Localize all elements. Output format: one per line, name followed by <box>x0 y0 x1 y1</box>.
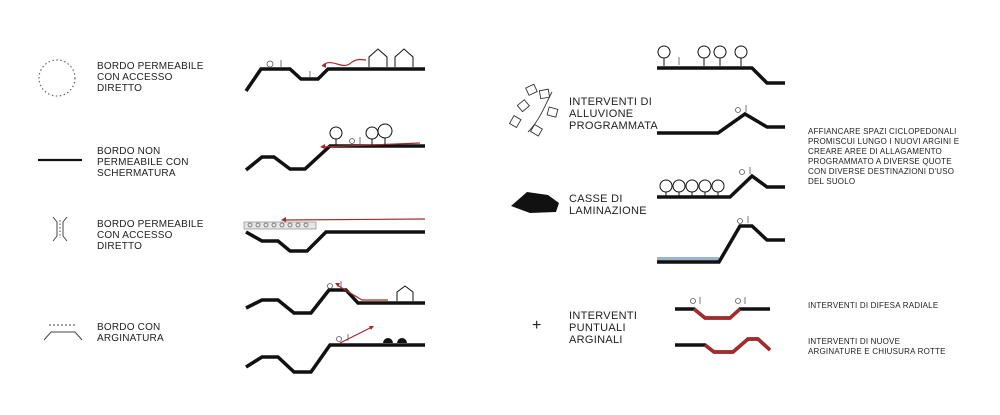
legend-label-impermeable-screen: BORDO NON PERMEABILE CON SCHERMATURA <box>97 146 189 179</box>
permeable-access-symbol <box>52 216 68 242</box>
strategy-label-basins: CASSE DI LAMINAZIONE <box>569 193 647 217</box>
strategy-description: AFFIANCARE SPAZI CICLOPEDONALI PROMISCUI… <box>808 127 960 186</box>
plus-symbol: + <box>532 317 542 334</box>
embankment-symbol <box>43 324 83 341</box>
note-radial-defense: INTERVENTI DI DIFESA RADIALE <box>808 301 939 310</box>
strategy-label-flood: INTERVENTI DI ALLUVIONE PROGRAMMATA <box>569 96 659 132</box>
strategy-label-spot: INTERVENTI PUNTUALI ARGINALI <box>569 310 638 346</box>
flood-icon <box>508 83 559 137</box>
profile-2 <box>244 123 425 172</box>
legend-label-permeable-access-2: BORDO PERMEABILE CON ACCESSO DIRETTO <box>97 219 204 252</box>
profile-3 <box>243 217 426 253</box>
note-new-embankments: INTERVENTI DI NUOVE ARGINATURE E CHIUSUR… <box>808 337 946 356</box>
profile-r4 <box>657 216 785 264</box>
legend-label-permeable-access: BORDO PERMEABILE CON ACCESSO DIRETTO <box>97 61 204 94</box>
profile-r2 <box>657 105 785 135</box>
profile-radial-defense <box>675 297 770 320</box>
profile-4 <box>245 281 425 315</box>
profile-new-embankments <box>675 337 772 354</box>
permeable-border-symbol <box>38 59 76 97</box>
basin-icon <box>511 192 559 213</box>
legend-label-embankment: BORDO CON ARGINATURA <box>97 322 164 344</box>
profile-1 <box>244 48 425 92</box>
profile-r3 <box>657 167 785 199</box>
profile-r1 <box>657 45 785 85</box>
profile-5 <box>245 326 425 374</box>
